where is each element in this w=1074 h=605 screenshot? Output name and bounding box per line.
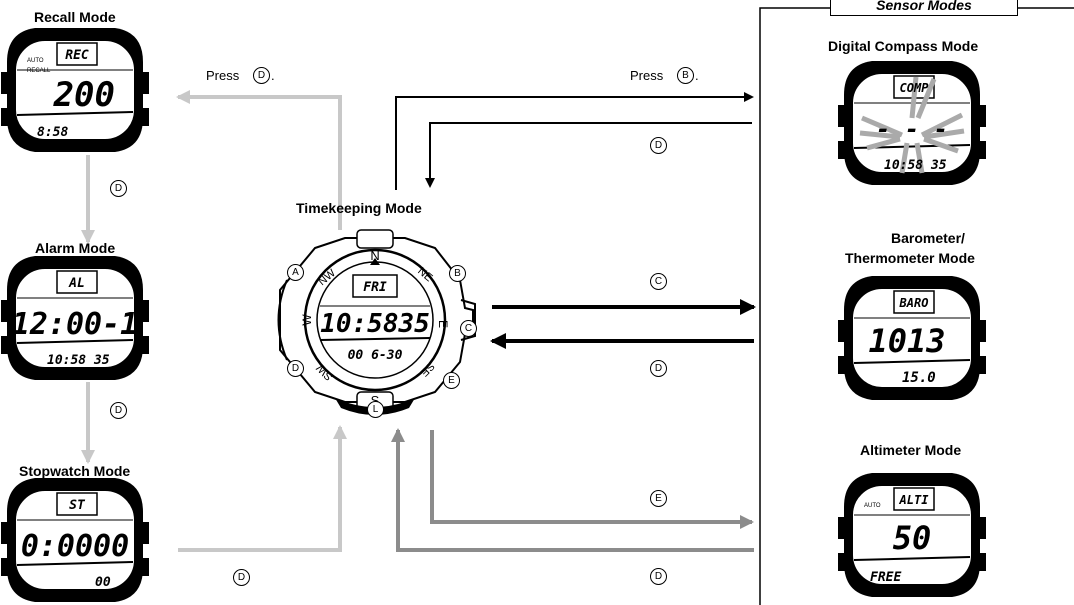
watch-button-c: C: [460, 320, 477, 337]
timekeeping-mode-title: Timekeeping Mode: [296, 200, 422, 216]
press-d-label: Press: [206, 68, 240, 83]
stopwatch-watch: ST 0:0000 00: [0, 477, 150, 603]
bezel-s: S: [371, 393, 380, 408]
press-b-period: .: [695, 68, 699, 83]
barometer-lcd-bottom: 15.0: [902, 370, 936, 386]
timekeeping-lcd-bottom: 00 6-30: [348, 348, 403, 363]
compass-watch: COMP - - - 10:58 35: [837, 60, 987, 186]
altimeter-lcd-main: 50: [893, 519, 932, 557]
compass-lcd-main: - - -: [876, 115, 948, 143]
arrow-compass-to-timekeeping: [425, 122, 752, 188]
alarm-lcd-bottom: 10:58 35: [47, 353, 110, 368]
barometer-mode-title-line1: Barometer/: [891, 230, 965, 246]
bezel-e: E: [436, 320, 450, 328]
arrow-timekeeping-to-altimeter: [430, 430, 754, 529]
stopwatch-lcd-bottom: 00: [95, 575, 111, 590]
recall-mode-title: Recall Mode: [34, 9, 116, 25]
alarm-watch: AL 12:00-1 10:58 35: [0, 255, 150, 381]
barometer-lcd-top: BARO: [899, 296, 929, 310]
timekeeping-lcd-main: 10:5835: [320, 309, 430, 339]
sensor-modes-title: Sensor Modes: [830, 0, 1018, 16]
timekeeping-to-barometer-c-icon: C: [650, 273, 667, 290]
compass-lcd-top: COMP: [900, 81, 930, 95]
svg-text:AUTO: AUTO: [27, 58, 44, 64]
altimeter-lcd-bottom: FREE: [870, 570, 901, 585]
watch-button-l: L: [367, 401, 384, 418]
press-d-button-icon: D: [253, 67, 270, 84]
barometer-lcd-main: 1013: [868, 322, 945, 360]
alarm-mode-title: Alarm Mode: [35, 240, 116, 256]
stopwatch-lcd-main: 0:0000: [21, 529, 129, 564]
stopwatch-mode-title: Stopwatch Mode: [19, 463, 131, 479]
timekeeping-to-altimeter-e-icon: E: [650, 490, 667, 507]
recall-lcd-bottom: 8:58: [37, 125, 68, 140]
arrow-timekeeping-to-recall: [176, 90, 342, 230]
alarm-lcd-main: 12:00-1: [12, 307, 138, 342]
bezel-n: N: [370, 248, 379, 263]
watch-button-b: B: [449, 265, 466, 282]
recall-lcd-top: REC: [65, 48, 89, 63]
compass-lcd-bottom: 10:58 35: [884, 158, 947, 173]
recall-to-alarm-d-icon: D: [110, 180, 127, 197]
alarm-lcd-top: AL: [68, 276, 85, 291]
watch-button-e: E: [443, 372, 460, 389]
altimeter-mode-title: Altimeter Mode: [860, 442, 962, 458]
bezel-w: W: [300, 314, 314, 326]
recall-watch: AUTO RECALL REC 200 8:58: [0, 27, 150, 153]
altimeter-watch: AUTO ALTI 50 FREE: [837, 472, 987, 598]
watch-button-d: D: [287, 360, 304, 377]
timekeeping-lcd-top: FRI: [363, 280, 387, 295]
press-b-label: Press: [630, 68, 664, 83]
barometer-to-timekeeping-d-icon: D: [650, 360, 667, 377]
arrow-stopwatch-to-timekeeping: [178, 425, 347, 552]
recall-lcd-main: 200: [53, 75, 115, 115]
press-d-period: .: [271, 68, 275, 83]
arrow-altimeter-to-timekeeping: [391, 428, 754, 552]
stopwatch-lcd-top: ST: [69, 498, 86, 513]
barometer-watch: BARO 1013 15.0: [837, 275, 987, 401]
watch-button-a: A: [287, 264, 304, 281]
svg-text:RECALL: RECALL: [27, 68, 51, 74]
altimeter-to-timekeeping-d-icon: D: [650, 568, 667, 585]
alarm-to-stopwatch-d-icon: D: [110, 402, 127, 419]
altimeter-lcd-top: ALTI: [899, 493, 930, 507]
stopwatch-to-timekeeping-d-icon: D: [233, 569, 250, 586]
compass-to-timekeeping-d-icon: D: [650, 137, 667, 154]
arrow-timekeeping-to-compass: [395, 92, 754, 190]
svg-text:AUTO: AUTO: [864, 503, 881, 509]
compass-mode-title: Digital Compass Mode: [828, 38, 979, 54]
press-b-button-icon: B: [677, 67, 694, 84]
barometer-mode-title-line2: Thermometer Mode: [845, 250, 975, 266]
